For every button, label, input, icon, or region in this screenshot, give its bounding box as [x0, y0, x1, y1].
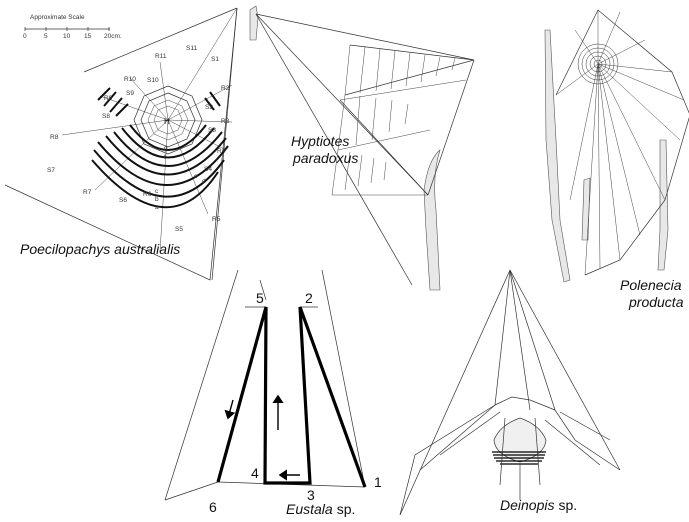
arrow-down-icon [224, 399, 236, 420]
step-number: 6 [209, 499, 217, 515]
species-label-line1: Hyptiotes [291, 133, 349, 149]
sector-label: S3 [208, 127, 216, 134]
twig-top [249, 5, 259, 41]
branch-left [544, 29, 571, 283]
step-number: 4 [251, 465, 259, 481]
sector-label: S7 [47, 167, 55, 174]
spiral-mark: c [155, 188, 159, 195]
web-frame [4, 7, 238, 281]
sector-label: S9 [126, 90, 134, 97]
sticky-sectors [331, 44, 467, 196]
scale-tick: 15 [84, 33, 92, 40]
spiral-mark: b [155, 196, 159, 203]
radius-label: R4 [217, 148, 226, 155]
scale-bar: Approximate Scale 0 5 10 15 20cm. [23, 14, 122, 40]
radius-label: R10 [124, 76, 136, 83]
branch-right [423, 149, 441, 291]
sticky-spiral [91, 87, 229, 209]
hub-rings [577, 43, 619, 85]
scale-tick: 0 [23, 33, 27, 40]
spiral-mark: g [164, 145, 168, 152]
hub-rings [133, 85, 203, 155]
genus-name: Deinopis [500, 497, 554, 513]
step-number: 5 [256, 290, 264, 306]
radius-label: R11 [155, 53, 167, 60]
web-radii [61, 7, 238, 253]
radius-label: R2 [221, 85, 230, 92]
spiral-mark: a [155, 204, 159, 211]
spiral-mark: e [194, 173, 198, 180]
hyptiotes-panel: Hyptiotes paradoxus [249, 5, 475, 291]
radius-label: R5 [212, 216, 221, 223]
spiral-mark: d [202, 178, 206, 185]
construction-path [216, 306, 367, 488]
genus-name: Eustala [286, 501, 333, 517]
step-number: 3 [307, 487, 315, 503]
scale-tick: 20cm. [104, 33, 122, 40]
radius-label: R3 [221, 118, 230, 125]
species-label-line1: Polenecia [620, 277, 682, 293]
step-number: 1 [374, 474, 382, 490]
species-label: Poecilopachys australialis [20, 241, 180, 257]
radius-label: R8 [50, 134, 59, 141]
spider-body [493, 417, 547, 463]
species-label-line2: paradoxus [292, 150, 358, 166]
sector-label: S5 [175, 226, 183, 233]
species-suffix: sp. [337, 501, 356, 517]
species-suffix: sp. [558, 497, 577, 513]
sector-label: S6 [119, 197, 127, 204]
branch-mid [581, 177, 591, 241]
sector-label: S4 [204, 166, 212, 173]
scale-tick: 5 [44, 33, 48, 40]
spiral-mark: f [164, 154, 166, 161]
species-label-line2: producta [628, 294, 684, 310]
scale-tick: 10 [63, 33, 71, 40]
sector-label: S11 [186, 45, 197, 52]
radius-label: R6 [143, 191, 152, 198]
sector-label: S2 [205, 104, 213, 111]
web-frame [555, 9, 689, 276]
hub-label: H [164, 117, 170, 126]
sector-label: S8 [102, 113, 110, 120]
poecilopachys-panel: Approximate Scale 0 5 10 15 20cm. [4, 7, 238, 281]
sector-label: S1 [211, 56, 219, 63]
scale-label: Approximate Scale [30, 14, 85, 21]
polenecia-panel: Polenecia producta [544, 9, 689, 310]
web-radii [555, 10, 685, 276]
step-number: 2 [305, 290, 313, 306]
branch-right [657, 139, 669, 271]
radius-label: R9 [104, 95, 113, 102]
radius-label: R7 [83, 189, 92, 196]
sector-label: S10 [147, 77, 159, 84]
